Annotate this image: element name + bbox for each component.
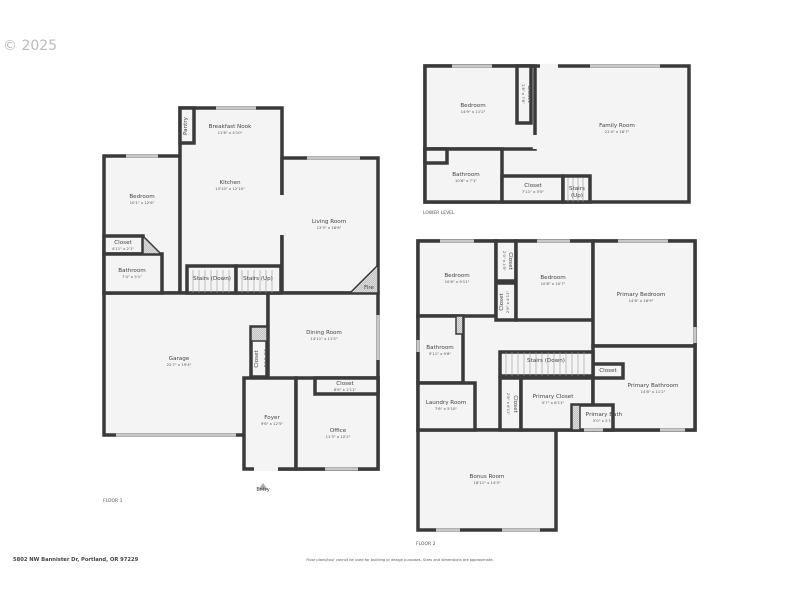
room-label: Pantry <box>183 116 189 135</box>
disclaimer: Floor plans/tour cannot be used for buil… <box>306 558 493 562</box>
room-label: Bathroom <box>426 345 453 351</box>
floor-1-plan <box>102 106 380 490</box>
room-label: Closet <box>114 240 132 246</box>
room-dimensions: 7'6" x 5'10" <box>435 406 458 411</box>
room-dimensions: 2'0" x 4'5" <box>502 251 507 271</box>
entry-arrow-icon <box>258 483 268 490</box>
room-dimensions: 9'6" x 12'5" <box>261 421 284 426</box>
room-dimensions: 1'8" x 7'8" <box>521 84 526 104</box>
room-label: Bathroom <box>118 268 145 274</box>
copyright-watermark: © 2025 <box>3 38 57 54</box>
room-label: Closet <box>254 349 260 367</box>
room-dimensions: 10'8" x 10'7" <box>541 281 566 286</box>
room-label: Closet <box>599 368 617 374</box>
room-label: Office <box>330 428 347 434</box>
room-dimensions: 14'8" x 11'2" <box>641 389 666 394</box>
room-dimensions: 10'6" x 7'1" <box>455 178 478 183</box>
lower-level-plan <box>423 63 691 204</box>
room-label: Closet <box>512 395 518 413</box>
room-label: Garage <box>169 356 190 362</box>
room-label: Primary Bedroom <box>617 292 666 298</box>
room-label: Dining Room <box>306 330 342 336</box>
room-dimensions: 10'1" x 12'6" <box>130 200 155 205</box>
room-label: Primary Bathroom <box>628 383 679 389</box>
room-label: Living Room <box>312 219 346 225</box>
floor-2-label: FLOOR 2 <box>416 541 436 547</box>
room-label: Stairs (Down) <box>193 276 231 282</box>
room-dimensions: 10'6" x 9'11" <box>445 279 470 284</box>
floor-1-label: FLOOR 1 <box>103 498 123 504</box>
entry-label: Entry <box>256 487 269 493</box>
room-label: Stairs <box>569 186 585 192</box>
lower-level-label: LOWER LEVEL <box>423 210 455 216</box>
room-dimensions: 4'11" x 2'1" <box>112 246 135 251</box>
room-label: Bedroom <box>460 103 485 109</box>
room-label: Bedroom <box>444 273 469 279</box>
floor-2-plan <box>416 239 697 532</box>
room-label: Closet <box>524 183 542 189</box>
room-dimensions: 5'11" x 9'8" <box>429 351 452 356</box>
room-label: Family Room <box>599 123 635 129</box>
room-label: Fire <box>364 285 375 291</box>
room-label: Bedroom <box>540 275 565 281</box>
room-label: Laundry Room <box>426 400 467 406</box>
room-dimensions: 2'8" x 4'11" <box>505 291 510 314</box>
room-label: Kitchen <box>219 180 240 186</box>
room-label: Primary Bath <box>586 412 623 418</box>
room-dimensions: 18'11" x 14'3" <box>473 480 500 485</box>
room-dimensions: 13'3" x 18'6" <box>317 225 342 230</box>
room-dimensions: 3'8" x 4'8" <box>263 349 268 369</box>
room-label: Stairs (Up) <box>243 276 273 282</box>
room-dimensions: 14'8" x 16'9" <box>629 298 654 303</box>
room-dimensions: 11'3" x 10'2" <box>326 434 351 439</box>
room-label: Stairs (Down) <box>527 358 565 364</box>
room-label: Closet <box>499 292 505 310</box>
room-dimensions: 21'4" x 18'7" <box>605 129 630 134</box>
room-label: Primary Closet <box>533 394 575 400</box>
room-label: Closet <box>507 252 513 270</box>
address: 5802 NW Bannister Dr, Portland, OR 97229 <box>13 557 139 563</box>
room-dimensions: 11'8" x 4'10" <box>218 130 243 135</box>
room-label: Breakfast Nook <box>209 124 252 130</box>
room-dimensions: 2'8" x 6'11" <box>506 393 511 416</box>
room-dimensions: 7'4" x 5'1" <box>122 274 142 279</box>
room-dimensions: 14'9" x 11'2" <box>461 109 486 114</box>
room-dimensions: 22'7" x 19'4" <box>167 362 192 367</box>
room-label: Foyer <box>264 415 280 421</box>
room-dimensions: 5'7" x 6'11" <box>542 400 565 405</box>
room-label: Bonus Room <box>470 474 505 480</box>
room-dimensions: 7'11" x 3'5" <box>522 189 545 194</box>
room-dimensions: 14'11" x 11'5" <box>310 336 337 341</box>
room-dimensions: (Up) <box>571 193 583 199</box>
room-dimensions: 13'10" x 12'10" <box>215 186 245 191</box>
room-label: Bedroom <box>129 194 154 200</box>
room-label: Closet <box>526 85 532 103</box>
room-label: Closet <box>336 381 354 387</box>
room-label: Bathroom <box>452 172 479 178</box>
room-dimensions: 5'0" x 2'10" <box>593 418 616 423</box>
room-dimensions: 8'6" x 1'11" <box>334 387 357 392</box>
